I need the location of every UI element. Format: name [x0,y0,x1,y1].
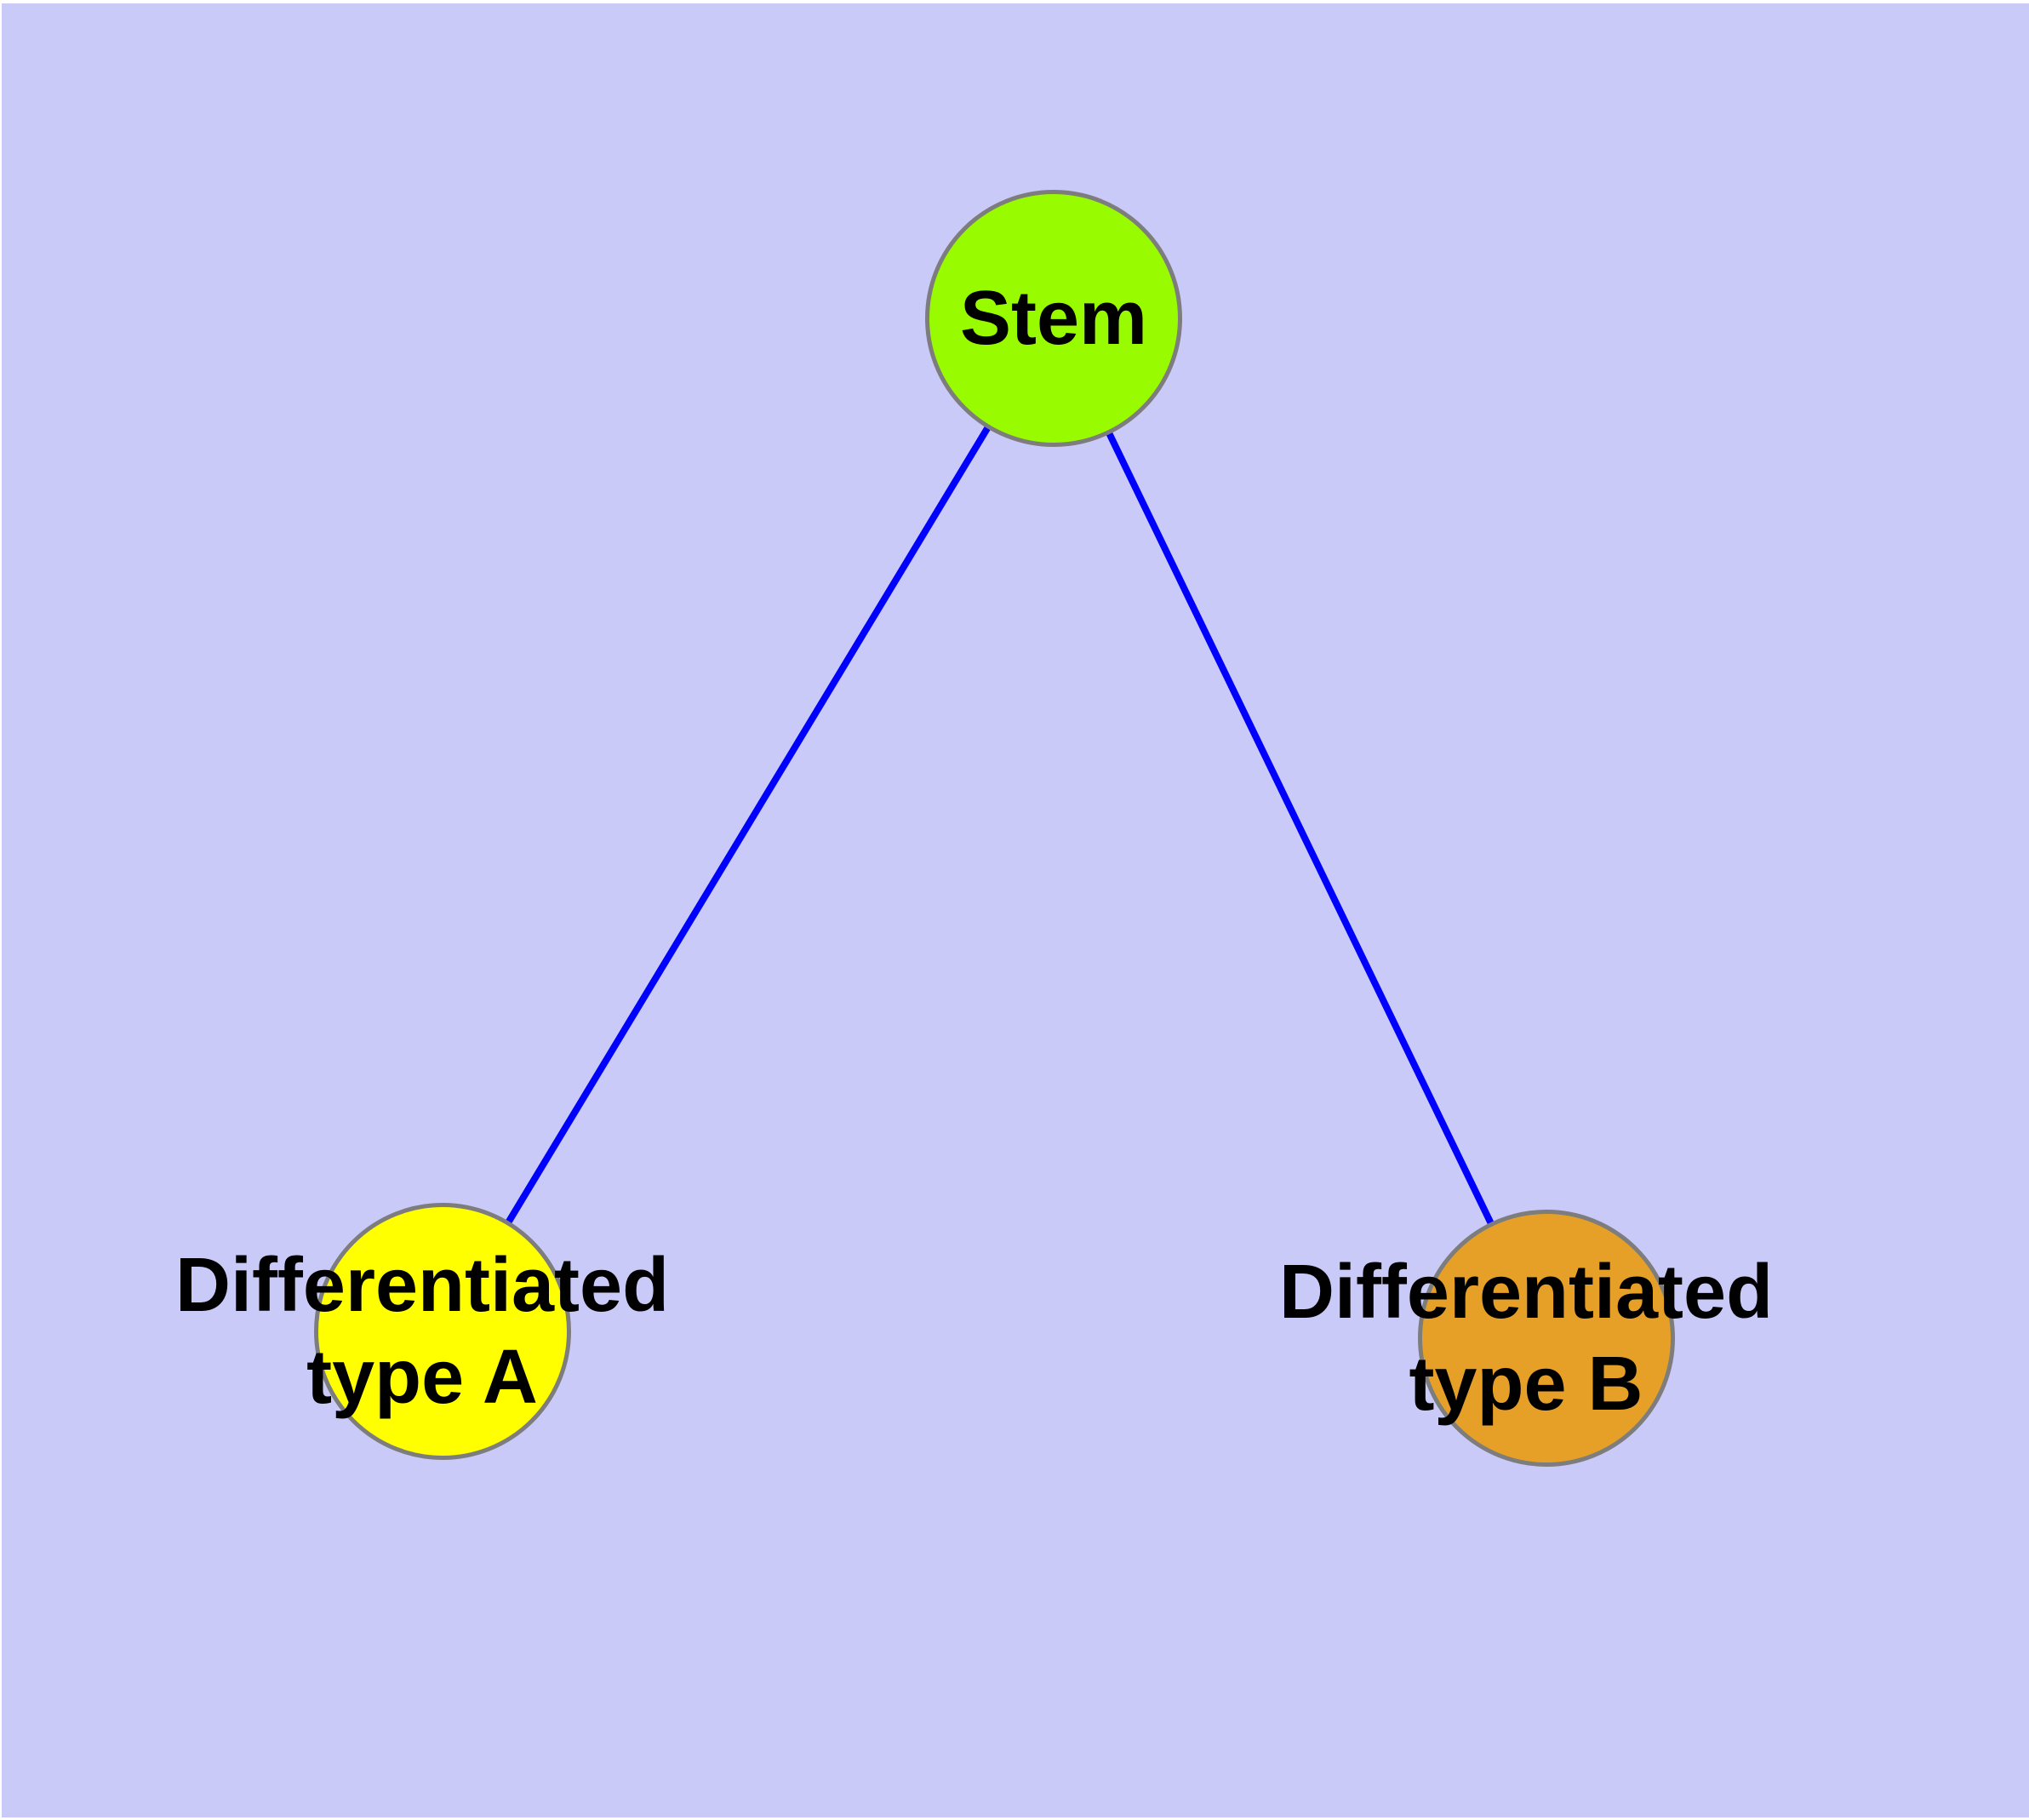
graph-layer: Stem Differentiated type A Differentiate… [2,3,2029,1817]
edge-layer [439,316,1550,1340]
node-stem: Stem [925,190,1182,447]
node-differentiated-type-a-label: Differentiated type A [174,1243,670,1420]
node-differentiated-type-b: Differentiated type B [1279,1210,1773,1467]
node-differentiated-type-b-label: Differentiated type B [1278,1250,1774,1427]
edge-stem-to-type-b [1050,317,1550,1340]
edge-stem-to-type-a [439,316,1057,1334]
diagram-background: Stem Differentiated type A Differentiate… [2,3,2029,1817]
node-differentiated-type-a: Differentiated type A [175,1203,669,1460]
node-stem-label: Stem [959,276,1148,361]
